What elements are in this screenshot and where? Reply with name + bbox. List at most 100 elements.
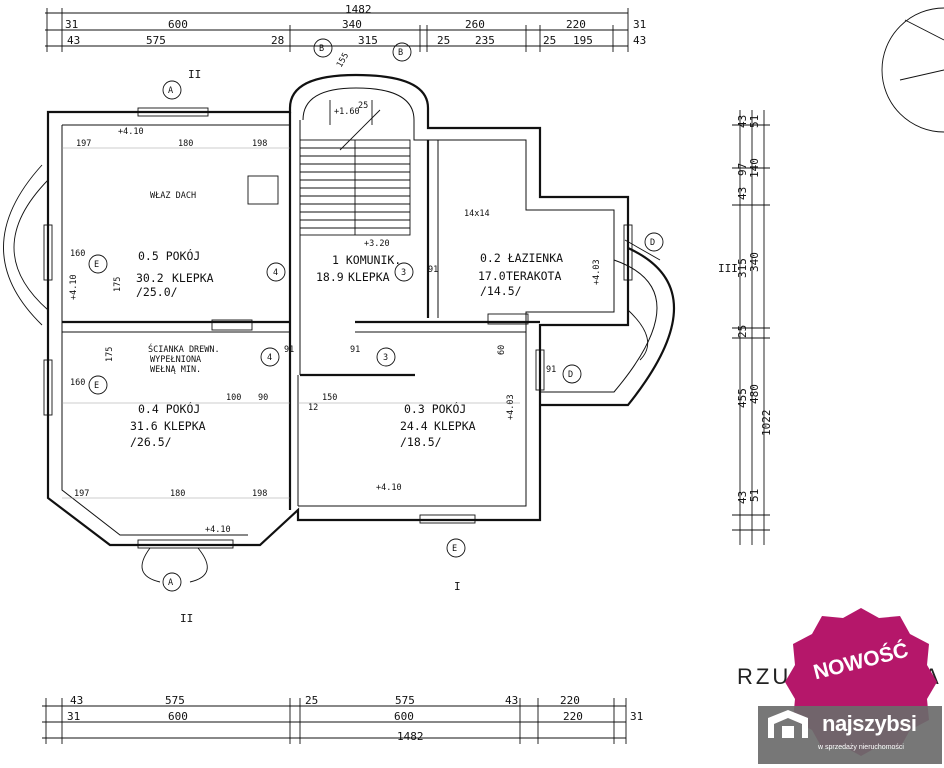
door-marker-3a: 3 — [401, 268, 406, 278]
dim-bottom-220b: 220 — [563, 710, 583, 723]
outer-walls — [46, 73, 630, 547]
section-I-bottom: I — [454, 580, 461, 593]
dim-12: 12 — [308, 403, 318, 413]
dim-160b: 160 — [70, 378, 85, 388]
bottom-dimension-chain: 43 575 25 575 43 220 31 600 600 220 31 1… — [42, 694, 643, 744]
partition-note-1: ŚCIANKA DREWN. — [148, 343, 220, 355]
room-floor: KLEPKA — [434, 419, 476, 433]
dim-91d: 91 — [546, 365, 556, 375]
level-410-a: +4.10 — [118, 127, 144, 137]
axis-markers: A A B B D D E E E 4 4 3 3 — [88, 38, 664, 592]
dim-175b: 175 — [105, 347, 115, 362]
dim-top-31b: 31 — [633, 18, 646, 31]
dim-top-31a: 31 — [65, 18, 78, 31]
dim-top-340: 340 — [342, 18, 362, 31]
axis-D-top: D — [650, 238, 655, 248]
level-403-b: +4.03 — [506, 394, 516, 420]
dim-right-51a: 51 — [748, 115, 761, 128]
axis-B-left: B — [319, 44, 324, 54]
dim-top-260: 260 — [465, 18, 485, 31]
dim-160a: 160 — [70, 249, 85, 259]
agency-logo — [758, 706, 942, 764]
room-1: 1 KOMUNIK. 18.9 KLEPKA — [316, 253, 401, 284]
room-0-5: 0.5 POKÓJ 30.2 KLEPKA /25.0/ — [136, 248, 214, 299]
level-403-a: +4.03 — [592, 259, 602, 285]
axis-A-bottom: A — [168, 578, 173, 588]
dim-right-480: 480 — [748, 384, 761, 404]
dim-right-43c: 43 — [736, 491, 749, 504]
level-410-b: +4.10 — [205, 525, 231, 535]
level-hall: +3.20 — [364, 239, 390, 249]
partition-note-2: WYPEŁNIONA — [150, 355, 201, 365]
axis-E-bottom: E — [452, 544, 457, 554]
dim-60: 60 — [497, 345, 507, 355]
partition-note-3: WEŁNĄ MIN. — [150, 365, 201, 375]
level-410-c: +4.10 — [376, 483, 402, 493]
plan-title-fragment: RZU — [737, 664, 792, 689]
section-II-bottom: II — [180, 612, 193, 625]
dim-180b: 180 — [170, 489, 185, 499]
dim-top-195: 195 — [573, 34, 593, 47]
dim-bottom-31a: 31 — [67, 710, 80, 723]
dim-right-25: 25 — [736, 325, 749, 338]
dim-bottom-43b: 43 — [505, 694, 518, 707]
room-name: 0.5 POKÓJ — [138, 248, 200, 263]
room-0-3: 0.3 POKÓJ 24.4 KLEPKA /18.5/ — [400, 401, 476, 449]
dim-right-140: 140 — [748, 158, 761, 178]
door-marker-3b: 3 — [383, 353, 388, 363]
room-perimeter: /25.0/ — [136, 285, 178, 299]
axis-A-top: A — [168, 86, 173, 96]
section-II-top: II — [188, 68, 201, 81]
logo-tagline: w sprzedaży nieruchomości — [818, 744, 904, 751]
dim-right-1022: 1022 — [760, 410, 773, 437]
annotations: WŁAZ DACH ŚCIANKA DREWN. WYPEŁNIONA WEŁN… — [69, 107, 602, 535]
dim-197a: 197 — [76, 139, 91, 149]
dim-right-315: 315 — [736, 258, 749, 278]
door-marker-4b: 4 — [267, 353, 272, 363]
room-0-4: 0.4 POKÓJ 31.6 KLEPKA /26.5/ — [130, 401, 206, 449]
dim-bottom-600a: 600 — [168, 710, 188, 723]
dim-197b: 197 — [74, 489, 89, 499]
dim-bottom-575b: 575 — [395, 694, 415, 707]
dim-180a: 180 — [178, 139, 193, 149]
dim-top-28: 28 — [271, 34, 284, 47]
level-410-d: +4.10 — [69, 274, 79, 300]
room-area: 30.2 — [136, 271, 164, 285]
house-icon — [768, 710, 808, 738]
right-dimension-chain: 1022 51 140 340 480 51 43 97 43 315 25 4… — [732, 110, 773, 545]
roof-access-label: WŁAZ DACH — [150, 191, 196, 201]
dim-top-315: 315 — [358, 34, 378, 47]
total-width-top: 1482 — [345, 3, 372, 16]
door-swings — [141, 239, 661, 583]
logo-name: najszybsi — [822, 711, 917, 736]
bay-arcs — [3, 164, 675, 407]
room-name: 0.3 POKÓJ — [404, 401, 466, 416]
dim-198a: 198 — [252, 139, 267, 149]
room-0-2: 0.2 ŁAZIENKA 17.0 TERAKOTA /14.5/ — [478, 251, 563, 298]
room-floor: KLEPKA — [164, 419, 206, 433]
dim-bottom-25: 25 — [305, 694, 318, 707]
dim-150: 150 — [322, 393, 337, 403]
axis-D-bottom: D — [568, 370, 573, 380]
room-perimeter: /26.5/ — [130, 435, 172, 449]
dim-right-43a: 43 — [736, 115, 749, 128]
total-width-bottom: 1482 — [397, 730, 424, 743]
dim-90: 90 — [258, 393, 268, 403]
room-area: 18.9 — [316, 270, 344, 284]
dim-top-600: 600 — [168, 18, 188, 31]
dim-bottom-220a: 220 — [560, 694, 580, 707]
dim-right-455: 455 — [736, 388, 749, 408]
dim-top-25b: 25 — [543, 34, 556, 47]
dim-155: 155 — [335, 51, 351, 69]
axis-E-lower: E — [94, 381, 99, 391]
axis-E-upper: E — [94, 260, 99, 270]
dim-top-575: 575 — [146, 34, 166, 47]
room-name: 0.2 ŁAZIENKA — [480, 251, 563, 265]
door-icon — [782, 726, 794, 738]
windows — [43, 107, 633, 549]
dim-bottom-600b: 600 — [394, 710, 414, 723]
section-marks: II II I III — [180, 68, 738, 625]
dim-100: 100 — [226, 393, 241, 403]
room-floor: KLEPKA — [348, 270, 390, 284]
